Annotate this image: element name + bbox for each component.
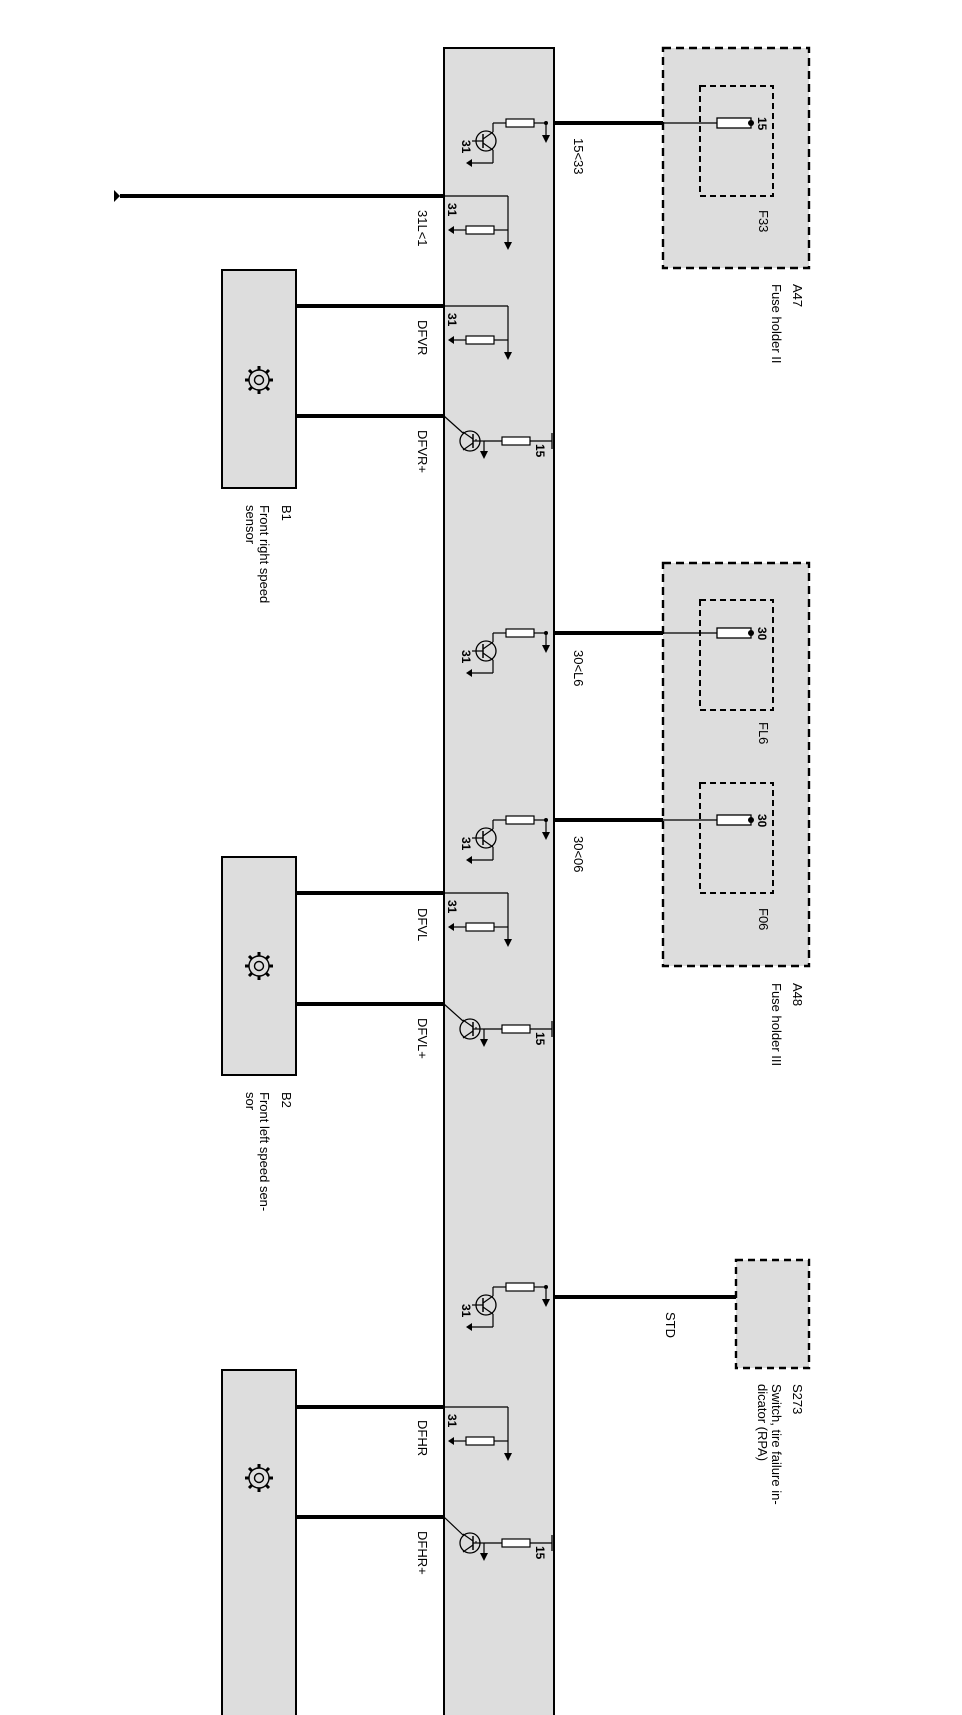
fuse-f06-label: F06 xyxy=(756,908,771,930)
sensor-b1-name-2: sensor xyxy=(243,505,258,545)
wire-label-30-06: 30<06 xyxy=(571,836,586,873)
pin-ground-label: 31 xyxy=(445,313,459,327)
wire-label-dfvl: DFVL xyxy=(415,908,430,941)
wire-label-dfvl-plus: DFVL+ xyxy=(415,1018,430,1059)
fuse-f33-label: F33 xyxy=(756,210,771,232)
switch-s273 xyxy=(734,1258,811,1370)
fuse-f33-pin: 15 xyxy=(755,117,769,131)
wire-label-dfhr: DFHR xyxy=(415,1420,430,1456)
sensor-b1-name: Front right speed xyxy=(257,505,272,603)
pin-ground-label: 31 xyxy=(445,203,459,217)
fuse-holder-a48 xyxy=(661,561,811,968)
sensor-b1-id: B1 xyxy=(279,505,294,521)
pin-ground-label: 31 xyxy=(459,140,473,154)
sensor-rear-right xyxy=(221,1369,297,1715)
wire-label-30-l6: 30<L6 xyxy=(571,650,586,687)
fuse-fl6-label: FL6 xyxy=(756,722,771,744)
sensor-b2-id: B2 xyxy=(279,1092,294,1108)
sensor-b1 xyxy=(221,269,297,489)
fuse-fl6-pin: 30 xyxy=(755,627,769,641)
switch-s273-name-2: dicator (RPA) xyxy=(755,1384,770,1461)
wire-label-dfvr-plus: DFVR+ xyxy=(415,430,430,473)
pin-supply-label: 15 xyxy=(533,444,547,458)
sensor-b2-name-2: sor xyxy=(243,1092,258,1111)
fuse-element-fl6 xyxy=(716,627,752,639)
wire-label-std: STD xyxy=(663,1312,678,1338)
wire-label-15-33: 15<33 xyxy=(571,138,586,175)
control-module xyxy=(443,47,555,1715)
wire-label-31l-1: 31L<1 xyxy=(415,210,430,247)
wire-label-dfvr: DFVR xyxy=(415,320,430,355)
sensor-b2-name: Front left speed sen- xyxy=(257,1092,272,1211)
fuse-holder-a47-name: Fuse holder II xyxy=(769,284,784,364)
pin-supply-label: 15 xyxy=(533,1032,547,1046)
pin-ground-label: 31 xyxy=(459,650,473,664)
pin-ground-label: 31 xyxy=(459,1304,473,1318)
fuse-f06-pin: 30 xyxy=(755,814,769,828)
pin-supply-label: 15 xyxy=(533,1546,547,1560)
pin-ground-label: 31 xyxy=(445,900,459,914)
fuse-f06 xyxy=(699,782,774,894)
fuse-f33 xyxy=(699,85,774,197)
fuse-element-f06 xyxy=(716,814,752,826)
fuse-holder-a47-id: A47 xyxy=(790,284,805,307)
switch-s273-id: S273 xyxy=(790,1384,805,1414)
fuse-holder-a48-name: Fuse holder III xyxy=(769,983,784,1066)
fuse-fl6 xyxy=(699,599,774,711)
pin-ground-label: 31 xyxy=(459,837,473,851)
fuse-element-f33 xyxy=(716,117,752,129)
switch-s273-name: Switch, tire failure in- xyxy=(769,1384,784,1505)
sensor-b2 xyxy=(221,856,297,1076)
fuse-holder-a48-id: A48 xyxy=(790,983,805,1006)
wire-label-dfhr-plus: DFHR+ xyxy=(415,1531,430,1575)
pin-ground-label: 31 xyxy=(445,1414,459,1428)
